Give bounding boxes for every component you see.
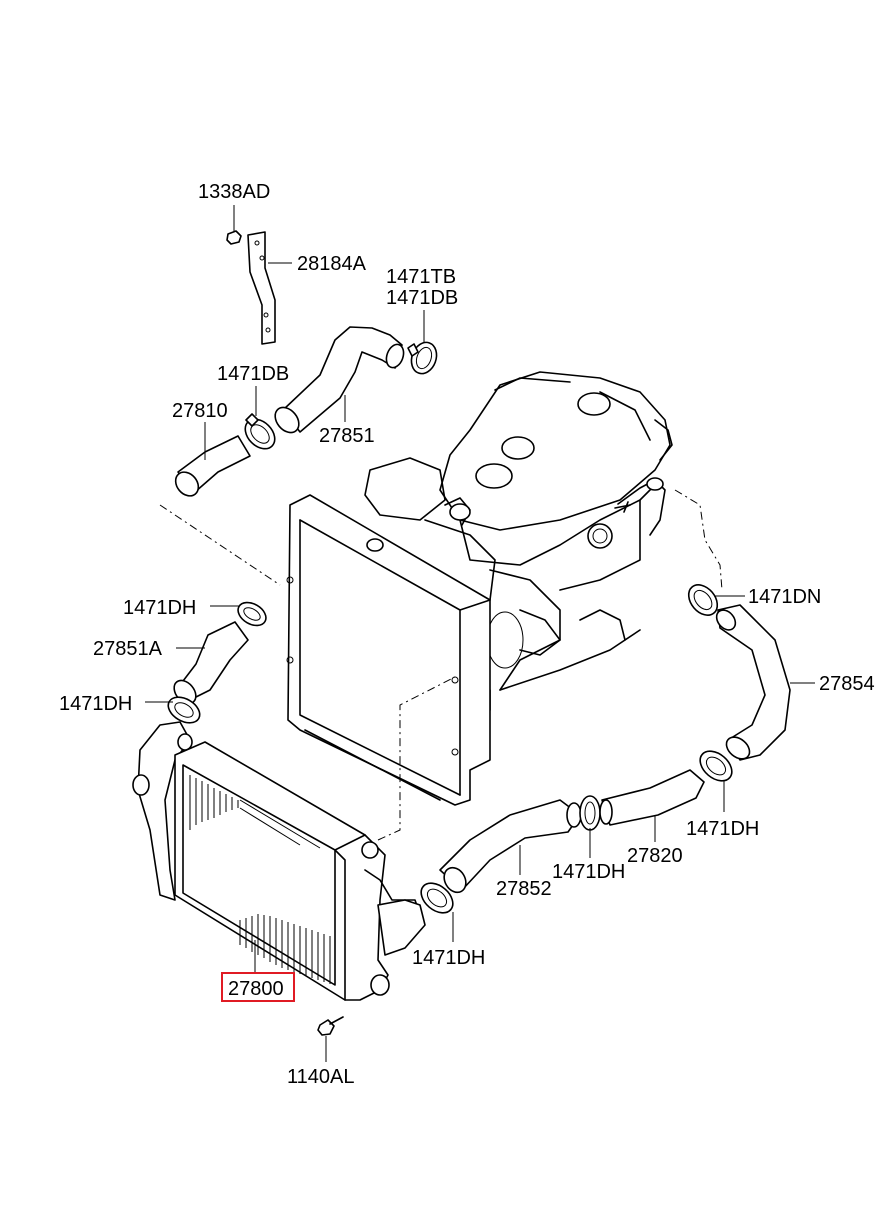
label-1471DN[interactable]: 1471DN (748, 586, 821, 608)
hose-27851A (173, 621, 249, 705)
clamp-1471DH-e (420, 882, 454, 914)
label-1338AD[interactable]: 1338AD (198, 181, 270, 203)
label-27810[interactable]: 27810 (172, 400, 228, 422)
clamp-1471DH-a (237, 601, 267, 627)
hose-27820 (599, 769, 705, 826)
highlight-box-27800 (221, 972, 295, 1002)
engine-block (364, 371, 673, 711)
clamp-1471DH-c (699, 750, 733, 782)
intercooler-27800 (132, 721, 423, 1001)
leader-lines (145, 205, 815, 1062)
connection-line-a (159, 504, 281, 586)
label-1471DH-b[interactable]: 1471DH (59, 693, 132, 715)
label-1471DH-d[interactable]: 1471DH (552, 861, 625, 883)
label-27800[interactable]: 27800 (228, 978, 284, 1000)
clamp-1471DB-top (407, 341, 438, 375)
label-28184A[interactable]: 28184A (297, 253, 367, 275)
clamp-1471DH-b (167, 696, 201, 724)
hose-27810 (174, 435, 251, 497)
label-1471TB[interactable]: 1471TB (386, 266, 456, 288)
label-27851A[interactable]: 27851A (93, 638, 163, 660)
label-27852[interactable]: 27852 (496, 878, 552, 900)
label-1471DH-e[interactable]: 1471DH (412, 947, 485, 969)
bracket-28184A (247, 231, 276, 345)
label-27820[interactable]: 27820 (627, 845, 683, 867)
label-1140AL[interactable]: 1140AL (287, 1066, 354, 1088)
part-labels: 1338AD 28184A 1471TB 1471DB 1471DB 27810… (59, 181, 875, 1088)
hose-27854 (715, 604, 791, 761)
clamp-1471DN (687, 584, 719, 616)
bolt-1140AL (317, 1016, 344, 1036)
label-27854[interactable]: 27854 (819, 673, 875, 695)
nut-1338AD (226, 230, 242, 245)
label-1471DB-left[interactable]: 1471DB (217, 363, 289, 385)
label-1471DH-a[interactable]: 1471DH (123, 597, 196, 619)
label-1471DB-top[interactable]: 1471DB (386, 287, 458, 309)
connection-line-b (377, 676, 456, 841)
hose-27852 (439, 799, 582, 894)
connection-line-c (674, 489, 723, 591)
label-1471DH-c[interactable]: 1471DH (686, 818, 759, 840)
intercooler-outlet (377, 899, 426, 956)
clamp-1471DB-left (244, 413, 276, 450)
clamp-1471DH-d (579, 795, 601, 831)
hose-27851 (274, 326, 405, 434)
label-27851[interactable]: 27851 (319, 425, 375, 447)
radiator-frame (286, 494, 491, 806)
